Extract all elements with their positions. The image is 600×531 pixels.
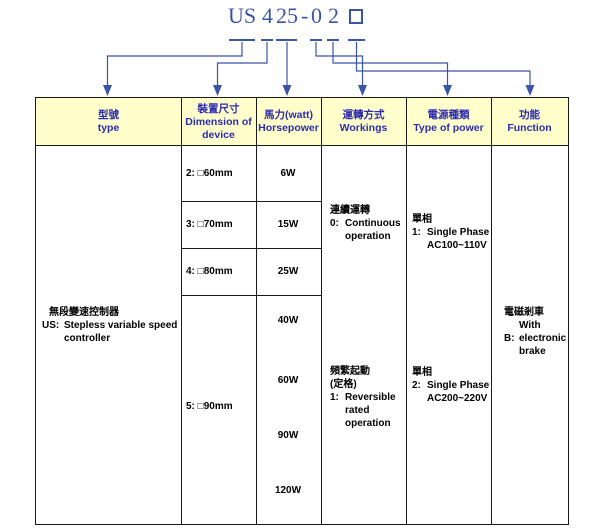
arrow-down-icons xyxy=(103,85,535,96)
power-ac200-en2: AC200~220V xyxy=(427,393,488,404)
workings-reversible-en3: operation xyxy=(345,418,391,429)
header-power-en: Type of power xyxy=(413,122,484,134)
arrow-down-icon xyxy=(282,85,292,96)
arrow-down-icon xyxy=(103,85,112,96)
column-divider xyxy=(406,98,407,524)
function-brake-en1: With xyxy=(519,320,541,331)
workings-reversible-code: 1: xyxy=(330,392,339,403)
code-segment-dimension: 4 xyxy=(262,3,273,28)
header-dimension-en: Dimension of xyxy=(185,115,252,128)
horsepower-25w: 25W xyxy=(277,266,299,277)
code-segment-dash: - xyxy=(301,3,309,28)
power-ac100-code: 1: xyxy=(412,227,421,238)
header-workings: 運轉方式 Workings xyxy=(321,98,406,146)
workings-option-reversible: 頻繁起動 (定格) 1: Reversible rated operation xyxy=(330,365,408,430)
workings-continuous-code: 0: xyxy=(330,218,339,229)
header-horsepower: 馬力(watt) Horsepower xyxy=(256,98,321,146)
header-function: 功能 Function xyxy=(491,98,568,146)
header-horsepower-zh: 馬力(watt) xyxy=(264,109,313,121)
type-en-line1: Stepless variable speed xyxy=(64,320,178,331)
arrow-down-icon xyxy=(358,85,367,96)
column-divider xyxy=(321,98,322,524)
type-zh: 無段變速控制器 xyxy=(49,307,119,318)
power-ac100-en1: Single Phase xyxy=(427,227,490,238)
header-horsepower-en: Horsepower xyxy=(258,122,319,134)
code-segment-power: 2 xyxy=(328,3,339,28)
type-description-cell: 無段變速控制器 US: Stepless variable speed cont… xyxy=(42,306,182,345)
blank-function-box xyxy=(349,9,363,24)
horsepower-15w: 15W xyxy=(277,219,299,230)
horsepower-60w: 60W xyxy=(277,375,299,386)
column-divider xyxy=(181,98,182,524)
power-ac200-code: 2: xyxy=(412,380,421,391)
power-ac200-zh: 單相 xyxy=(412,367,432,378)
header-type: 型號 type xyxy=(36,98,181,146)
header-band xyxy=(36,98,568,146)
dimension-option-60mm: 2: □60mm xyxy=(186,168,233,179)
row-divider xyxy=(181,295,321,296)
dimension-option-70mm: 3: □70mm xyxy=(186,219,233,230)
column-divider xyxy=(491,98,492,524)
function-brake-en3: brake xyxy=(519,346,546,357)
header-dimension-en2: device xyxy=(202,128,235,141)
header-dimension: 裝置尺寸 Dimension of device xyxy=(181,98,256,146)
workings-reversible-en2: rated xyxy=(345,405,370,416)
dimension-option-80mm: 4: □80mm xyxy=(186,266,233,277)
header-type-zh: 型號 xyxy=(98,109,119,121)
workings-continuous-zh: 連續運轉 xyxy=(330,205,370,216)
header-workings-en: Workings xyxy=(339,122,388,134)
function-brake-en2: electronic xyxy=(519,333,567,344)
function-brake-zh: 電磁剎車 xyxy=(504,307,544,318)
column-divider xyxy=(256,98,257,524)
horsepower-6w: 6W xyxy=(280,168,296,179)
header-function-zh: 功能 xyxy=(519,109,540,121)
workings-reversible-zh2: (定格) xyxy=(330,379,357,390)
function-option-brake: 電磁剎車 B: With electronic brake xyxy=(504,306,568,358)
header-workings-zh: 運轉方式 xyxy=(342,109,385,121)
header-type-en: type xyxy=(97,122,120,134)
header-dimension-zh: 裝置尺寸 xyxy=(197,102,240,115)
header-power-zh: 電源種類 xyxy=(427,109,470,121)
header-power: 電源種類 Type of power xyxy=(406,98,491,146)
arrow-down-icon xyxy=(213,85,222,96)
power-ac200-en1: Single Phase xyxy=(427,380,490,391)
header-function-en: Function xyxy=(507,122,552,134)
horsepower-40w: 40W xyxy=(277,315,299,326)
elbow-connectors xyxy=(106,42,531,85)
workings-continuous-en2: operation xyxy=(345,231,391,242)
horsepower-90w: 90W xyxy=(277,430,299,441)
horsepower-120w: 120W xyxy=(274,485,302,496)
code-segment-series: US xyxy=(228,3,257,28)
row-divider xyxy=(181,248,321,249)
legend-table: 型號 type 裝置尺寸 Dimension of device 馬力(watt… xyxy=(35,97,569,525)
type-code: US: xyxy=(42,320,60,331)
power-option-ac200: 單相 2: Single Phase AC200~220V xyxy=(412,366,491,405)
arrow-down-icon xyxy=(443,85,452,96)
workings-option-continuous: 連續運轉 0: Continuous operation xyxy=(330,204,408,243)
workings-reversible-zh1: 頻繁起動 xyxy=(330,366,370,377)
workings-reversible-en1: Reversible xyxy=(345,392,396,403)
arrow-down-icon xyxy=(525,85,535,96)
row-divider xyxy=(181,201,321,202)
power-ac100-en2: AC100~110V xyxy=(427,240,487,251)
code-segment-horsepower: 25 xyxy=(276,3,298,28)
dimension-option-90mm: 5: □90mm xyxy=(186,401,233,412)
code-segment-workings: 0 xyxy=(311,3,322,28)
power-ac100-zh: 單相 xyxy=(412,214,432,225)
type-en-line2: controller xyxy=(64,333,111,344)
power-option-ac100: 單相 1: Single Phase AC100~110V xyxy=(412,213,491,252)
workings-continuous-en1: Continuous xyxy=(345,218,401,229)
connector-lines xyxy=(103,39,535,96)
function-brake-code: B: xyxy=(504,333,515,344)
